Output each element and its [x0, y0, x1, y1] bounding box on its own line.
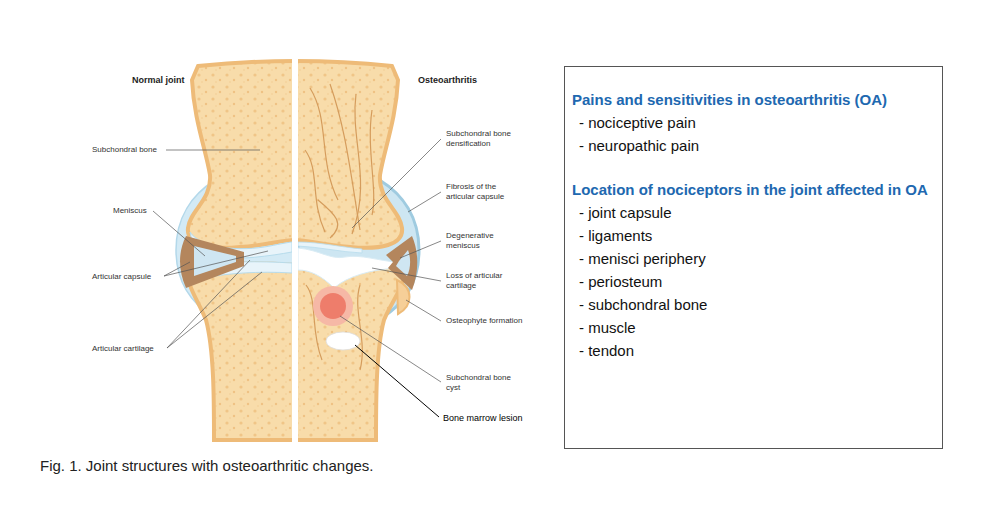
- change-label: Loss of articular cartilage: [446, 271, 518, 291]
- list-item: - ligaments: [572, 224, 934, 247]
- leader-line: [164, 251, 268, 276]
- streak: [358, 285, 363, 370]
- change-label: Osteophyte formation: [446, 316, 522, 326]
- leader-line: [372, 268, 441, 281]
- streak: [352, 94, 361, 234]
- densification-streaks: [305, 84, 374, 370]
- list-item: - nociceptive pain: [572, 111, 934, 134]
- change-label: Bone marrow lesion: [443, 412, 523, 424]
- leader-line: [400, 241, 441, 258]
- leader-line: [164, 262, 190, 276]
- list-item: - neuropathic pain: [572, 134, 934, 157]
- list-item: - joint capsule: [572, 201, 934, 224]
- lesion-core: [320, 293, 346, 319]
- bone-cyst: [326, 332, 360, 350]
- part-label: Articular cartilage: [92, 344, 154, 354]
- leader-line: [408, 192, 441, 212]
- leader-line: [153, 211, 205, 256]
- info-box: Pains and sensitivities in osteoarthriti…: [564, 66, 943, 449]
- change-label: Degenerative meniscus: [446, 231, 506, 251]
- change-label: Fibrosis of the articular capsule: [446, 182, 524, 202]
- meniscus-inner: [396, 250, 410, 276]
- split-line: [292, 50, 298, 450]
- panel-heading: Normal joint: [132, 75, 185, 85]
- streak: [318, 200, 338, 238]
- leader-line: [352, 139, 441, 228]
- list-item: - periosteum: [572, 270, 934, 293]
- leader-line: [355, 345, 439, 417]
- streak: [305, 150, 325, 232]
- part-label: Articular capsule: [92, 272, 151, 282]
- panel-heading: Osteoarthritis: [418, 75, 477, 85]
- list-item: - muscle: [572, 316, 934, 339]
- list-item: - menisci periphery: [572, 247, 934, 270]
- lesion-halo: [313, 286, 353, 326]
- joint-space: [298, 248, 396, 288]
- leader-line: [406, 300, 441, 321]
- meniscus-inner: [194, 246, 236, 276]
- part-label: Subchondral bone: [92, 145, 157, 155]
- streak: [370, 110, 373, 215]
- change-label: Subchondral bone cyst: [446, 373, 520, 393]
- leader-line: [167, 260, 250, 348]
- list-item: - subchondral bone: [572, 293, 934, 316]
- change-label: Subchondral bone densification: [446, 129, 526, 149]
- leader-lines: [153, 139, 441, 382]
- part-label: Meniscus: [113, 206, 147, 216]
- box-heading: Pains and sensitivities in osteoarthriti…: [572, 89, 934, 111]
- leader-line: [340, 316, 441, 382]
- box-heading: Location of nociceptors in the joint aff…: [572, 179, 934, 201]
- degenerative-meniscus: [386, 236, 417, 290]
- list-item: - tendon: [572, 339, 934, 362]
- leader-line: [167, 272, 262, 348]
- figure-caption: Fig. 1. Joint structures with osteoarthr…: [40, 457, 373, 475]
- leader-line: [166, 150, 260, 151]
